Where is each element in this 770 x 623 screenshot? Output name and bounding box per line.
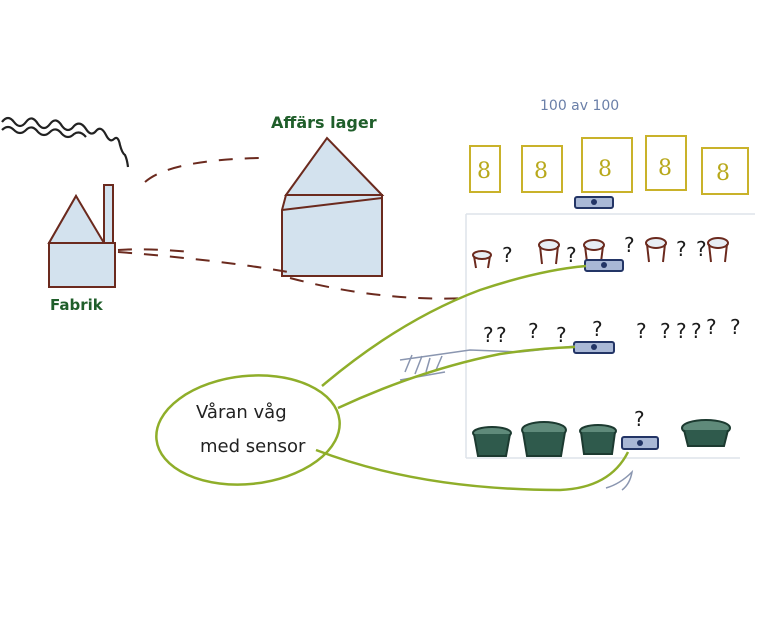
question-mark: ?	[496, 323, 507, 347]
camera-sensor-icon	[584, 259, 624, 272]
box-row: 8 8 8 8 8	[469, 135, 749, 195]
sensor-connections	[315, 264, 630, 492]
question-mark: ?	[706, 315, 717, 339]
question-mark: ?	[696, 237, 707, 261]
question-mark: ?	[634, 407, 645, 431]
question-mark: ?	[592, 317, 603, 341]
question-mark: ?	[660, 319, 671, 343]
drop-scribble	[605, 469, 634, 491]
bubble-text-line2: med sensor	[200, 436, 306, 457]
number-box: 8	[521, 145, 563, 193]
question-mark: ?	[502, 243, 513, 267]
conveyor-frame	[465, 213, 755, 459]
number-box: 8	[645, 135, 687, 191]
factory-icon	[47, 184, 116, 288]
question-row-2: ? ? ? ? ? ? ? ? ? ? ?	[483, 315, 741, 347]
camera-sensor-icon	[573, 341, 615, 354]
can-icon	[521, 421, 567, 457]
number-box: 8	[581, 137, 633, 193]
can-icon	[645, 237, 667, 263]
can-icon	[472, 250, 492, 269]
sensor-bubble: Våran våg med sensor	[155, 374, 341, 486]
number-box: 8	[469, 145, 501, 193]
question-mark: ?	[676, 319, 687, 343]
bubble-text-line1: Våran våg	[196, 402, 287, 423]
can-icon	[681, 419, 731, 447]
box-number: 8	[716, 161, 730, 186]
number-box: 8	[701, 147, 749, 195]
can-icon	[538, 239, 560, 265]
warehouse-icon	[281, 136, 385, 277]
question-mark: ?	[730, 315, 741, 339]
question-mark: ?	[624, 233, 635, 257]
box-number: 8	[598, 157, 612, 182]
box-number: 8	[534, 159, 548, 184]
question-mark: ?	[691, 319, 702, 343]
factory-label: Fabrik	[50, 296, 104, 314]
warehouse-label: Affärs lager	[271, 113, 377, 132]
box-number: 8	[658, 156, 672, 181]
question-mark: ?	[636, 319, 647, 343]
question-mark: ?	[528, 319, 539, 343]
camera-sensor-icon	[621, 436, 659, 450]
can-row-1: ? ? ? ? ?	[472, 233, 729, 269]
can-icon	[472, 426, 512, 457]
can-row-3: ?	[472, 407, 731, 457]
question-mark: ?	[556, 323, 567, 347]
question-mark: ?	[676, 237, 687, 261]
can-icon	[583, 239, 605, 263]
scale-icon	[399, 345, 576, 381]
smoke-icon	[1, 116, 130, 168]
counter-text: 100 av 100	[540, 98, 619, 114]
question-mark: ?	[566, 243, 577, 267]
question-mark: ?	[483, 323, 494, 347]
can-icon	[707, 237, 729, 263]
transport-path	[117, 157, 471, 300]
can-icon	[579, 424, 617, 455]
box-number: 8	[477, 159, 491, 184]
camera-sensor-icon	[574, 196, 614, 209]
